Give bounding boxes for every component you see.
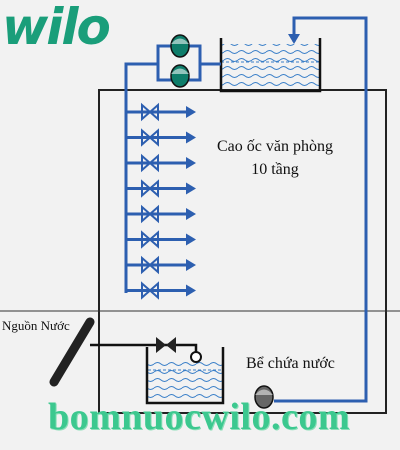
floor-branch (126, 102, 196, 122)
gate-valve-icon (141, 128, 159, 147)
roof-tank (219, 38, 322, 93)
floor-branch (126, 204, 196, 224)
floor-branch (126, 230, 196, 249)
inflow-arrow (288, 34, 300, 44)
float-valve-icon (156, 337, 202, 363)
transfer-pump-icon (254, 385, 274, 409)
booster-pump-icon (170, 64, 190, 88)
gate-valve-icon (141, 179, 159, 198)
gate-valve-icon (141, 204, 159, 224)
floor-branch (126, 128, 196, 147)
source-main (49, 317, 95, 387)
floor-branches (126, 102, 196, 300)
floor-branch (126, 153, 196, 173)
gate-valve-icon (141, 153, 159, 173)
source-pipe (90, 343, 198, 358)
brand-logo: wilo (2, 0, 111, 56)
building-label: Cao ốc văn phòng 10 tầng (200, 135, 350, 181)
delivery-pipe (274, 16, 368, 403)
gate-valve-icon (141, 230, 159, 249)
floor-branch (126, 255, 196, 275)
building-label-line: 10 tầng (251, 161, 299, 178)
floor-branch (126, 179, 196, 198)
building-label-line: Cao ốc văn phòng (217, 138, 333, 155)
storage-tank (145, 347, 225, 405)
gate-valve-icon (141, 102, 159, 122)
storage-tank-label: Bể chứa nước (246, 355, 335, 372)
watermark: bomnuocwilo.com (48, 396, 350, 438)
booster-pump-icon (170, 34, 190, 58)
gate-valve-icon (141, 255, 159, 275)
water-source-label: Nguồn Nước (2, 318, 70, 333)
gate-valve-icon (141, 281, 159, 300)
floor-branch (126, 281, 196, 300)
